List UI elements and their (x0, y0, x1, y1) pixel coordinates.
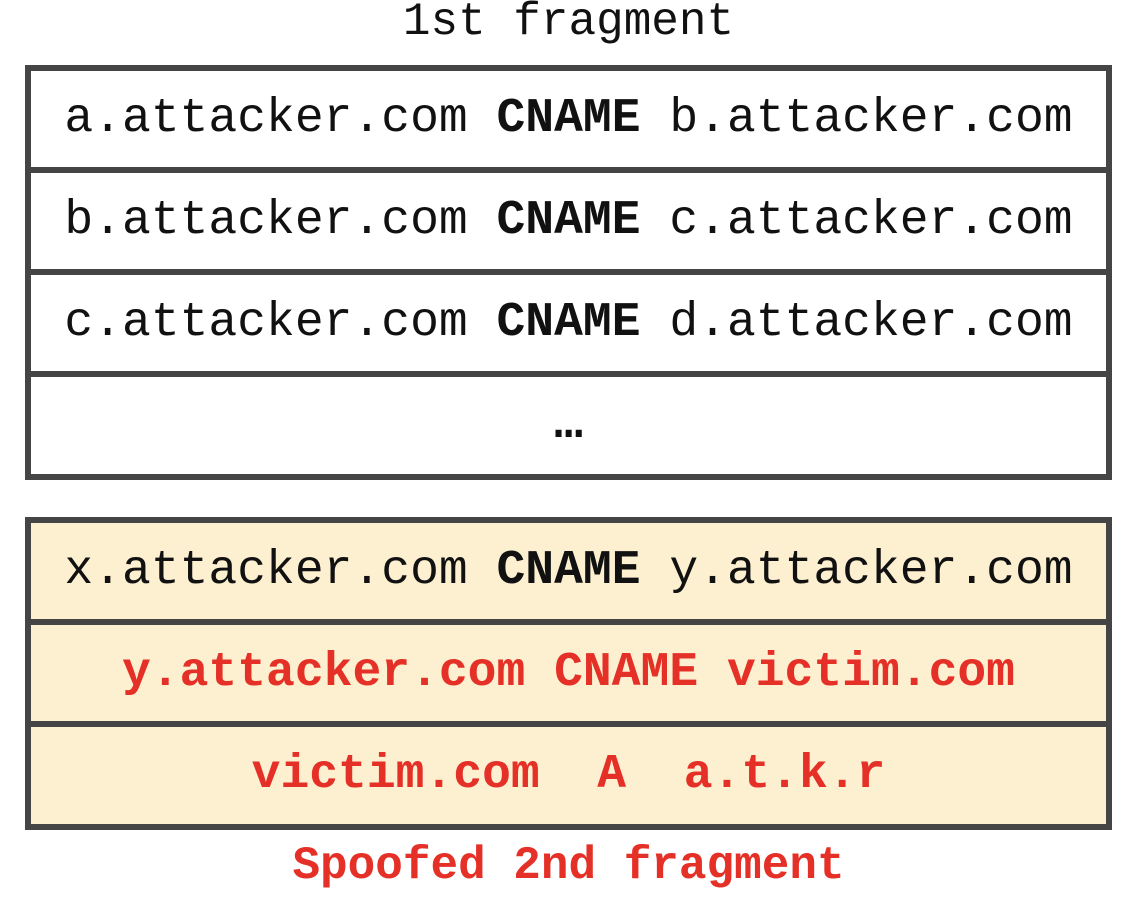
spoofed-record-row: victim.com A a.t.k.r (31, 727, 1106, 824)
record-type: CNAME (496, 194, 641, 248)
spoofed-record-row: y.attacker.com CNAME victim.com (31, 625, 1106, 727)
record-type: CNAME (496, 92, 641, 146)
record-name: a.attacker.com (64, 92, 468, 146)
ellipsis: … (554, 398, 583, 452)
record-value: victim.com (726, 646, 1015, 700)
record-type: CNAME (496, 296, 641, 350)
record-row: x.attacker.com CNAME y.attacker.com (31, 523, 1106, 625)
record-type: CNAME (554, 646, 699, 700)
record-value: a.t.k.r (683, 748, 886, 802)
record-type: CNAME (496, 544, 641, 598)
record-row: b.attacker.com CNAME c.attacker.com (31, 173, 1106, 275)
ellipsis-row: … (31, 377, 1106, 474)
first-fragment-title: 1st fragment (402, 0, 735, 48)
record-value: c.attacker.com (669, 194, 1073, 248)
record-name: y.attacker.com (122, 646, 526, 700)
record-name: x.attacker.com (64, 544, 468, 598)
record-row: a.attacker.com CNAME b.attacker.com (31, 71, 1106, 173)
first-fragment-box: a.attacker.com CNAME b.attacker.com b.at… (25, 65, 1112, 480)
record-name: victim.com (251, 748, 540, 802)
spoofed-fragment-box: x.attacker.com CNAME y.attacker.com y.at… (25, 517, 1112, 830)
record-type: A (597, 748, 627, 802)
record-value: y.attacker.com (669, 544, 1073, 598)
record-name: b.attacker.com (64, 194, 468, 248)
record-value: d.attacker.com (669, 296, 1073, 350)
spoofed-fragment-title: Spoofed 2nd fragment (292, 840, 845, 892)
record-name: c.attacker.com (64, 296, 468, 350)
record-value: b.attacker.com (669, 92, 1073, 146)
record-row: c.attacker.com CNAME d.attacker.com (31, 275, 1106, 377)
